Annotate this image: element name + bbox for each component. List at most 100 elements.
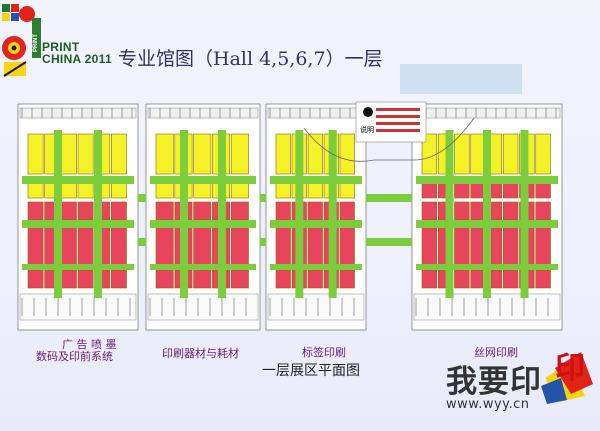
booth: [535, 225, 551, 267]
hall-header: [267, 107, 365, 119]
booth: [535, 133, 551, 175]
booth: [307, 225, 323, 267]
hall-connector: [260, 238, 266, 246]
aisle-vertical: [218, 130, 226, 298]
logo-line-1: PRINT: [42, 40, 80, 54]
zone-label-label-printing: 标签印刷: [302, 346, 346, 359]
booth: [27, 133, 44, 175]
aisle-horizontal: [150, 264, 256, 270]
booth: [339, 133, 355, 175]
booth: [111, 225, 127, 267]
svg-text:印: 印: [555, 351, 585, 386]
legend-line: [376, 108, 420, 111]
legend-label: 说明: [360, 125, 374, 134]
booth: [339, 201, 355, 221]
booth: [193, 181, 212, 199]
aisle-horizontal: [22, 220, 134, 228]
booth: [421, 269, 438, 289]
booth: [339, 225, 355, 267]
watermark-text: 我要印: [446, 364, 542, 400]
booth: [230, 181, 249, 199]
aisle-vertical: [445, 130, 454, 298]
aisle-vertical: [54, 130, 62, 298]
booth: [111, 269, 127, 289]
booth: [230, 269, 249, 289]
booth: [307, 133, 323, 175]
slide-title: 专业馆图（Hall 4,5,6,7）一层: [118, 48, 383, 70]
booth: [275, 269, 291, 289]
legend-line: [376, 122, 420, 125]
booth: [77, 201, 94, 221]
aisle-horizontal: [150, 220, 256, 228]
legend-line: [376, 115, 420, 118]
booth: [535, 181, 551, 199]
print-china-logo: PRINT: [2, 4, 42, 78]
zone-label-screen-printing: 丝网印刷: [474, 346, 518, 359]
hall-header: [147, 107, 259, 119]
aisle-horizontal: [150, 176, 256, 184]
hall-footer: [267, 293, 365, 321]
booth: [193, 225, 212, 267]
floor-plan: 说明: [4, 98, 592, 338]
hall-footer: [147, 293, 259, 321]
aisle-vertical: [328, 130, 337, 298]
booth: [502, 225, 519, 267]
aisle-vertical: [520, 130, 529, 298]
booth: [421, 201, 438, 221]
booth: [307, 201, 323, 221]
booth: [111, 201, 127, 221]
aisle-vertical: [483, 130, 491, 298]
booth: [27, 225, 44, 267]
booth: [502, 201, 519, 221]
legend-line: [376, 129, 420, 132]
booth: [61, 133, 77, 175]
booth: [502, 181, 519, 199]
booth: [339, 181, 355, 199]
booth: [421, 225, 438, 267]
hall-connector: [366, 238, 412, 246]
zone-label-advertising-inkjet: 广 告 喷 墨: [62, 338, 117, 351]
booth: [77, 133, 94, 175]
booth: [27, 181, 44, 199]
legend-marker-icon: [363, 107, 373, 117]
booth: [77, 225, 94, 267]
hall-connector: [260, 194, 266, 202]
zone-label-digital-prepress: 数码及印前系统: [36, 350, 113, 363]
booth: [502, 133, 519, 175]
booth: [275, 133, 291, 175]
booth: [111, 133, 127, 175]
booth: [155, 133, 174, 175]
aisle-vertical: [180, 130, 188, 298]
hall-connector: [138, 238, 146, 246]
booth: [155, 201, 174, 221]
booth: [535, 201, 551, 221]
logo-line-2: CHINA 2011: [42, 52, 112, 66]
aisle-horizontal: [22, 176, 134, 184]
booth: [275, 181, 291, 199]
hall-header: [19, 107, 137, 119]
aisle-horizontal: [270, 176, 362, 184]
booth: [61, 269, 77, 289]
hall-connector: [366, 194, 412, 202]
booth: [307, 269, 323, 289]
booth: [339, 269, 355, 289]
booth: [454, 201, 470, 221]
booth: [155, 225, 174, 267]
booth: [230, 201, 249, 221]
aisle-horizontal: [22, 264, 134, 270]
booth: [61, 181, 77, 199]
booth: [307, 181, 323, 199]
booth: [421, 181, 438, 199]
atrium-outline: [303, 117, 475, 162]
booth: [77, 269, 94, 289]
booth: [275, 201, 291, 221]
watermark-logo-icon: 印: [541, 338, 599, 404]
booth: [27, 269, 44, 289]
booth: [155, 181, 174, 199]
booth: [454, 181, 470, 199]
booth: [275, 225, 291, 267]
booth: [230, 225, 249, 267]
hall-connector: [138, 194, 146, 202]
booth: [454, 133, 470, 175]
